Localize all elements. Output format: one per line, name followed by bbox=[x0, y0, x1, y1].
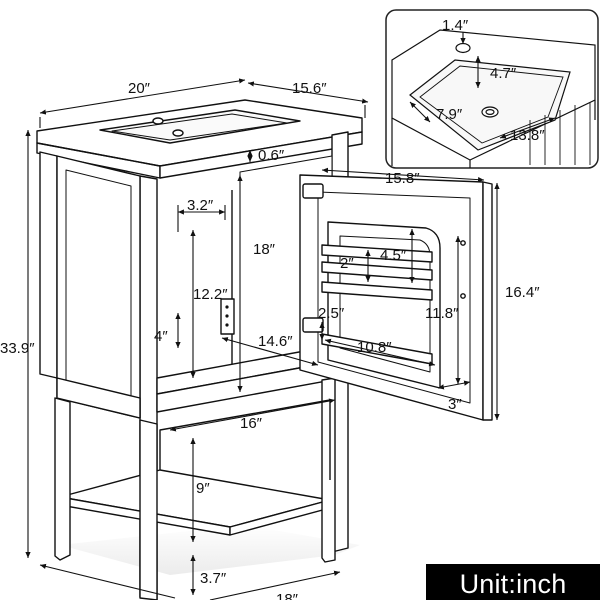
label-rack-bottom: 2.5″ bbox=[318, 305, 345, 322]
label-rack-depth: 4.5″ bbox=[380, 247, 407, 264]
label-back-panel: 4″ bbox=[154, 328, 168, 345]
inset-side-panel bbox=[529, 102, 591, 165]
shelf-back-rail bbox=[159, 399, 331, 480]
door-outer-edge bbox=[482, 181, 493, 421]
label-base-width: 18″ bbox=[276, 591, 299, 600]
leg-front-center bbox=[139, 419, 158, 600]
unit-label: Unit:inch bbox=[426, 564, 600, 600]
label-inner-depth: 14.6″ bbox=[258, 333, 293, 350]
label-rack-offset: 3″ bbox=[448, 396, 462, 413]
label-cabinet-depth: 18″ bbox=[253, 241, 276, 258]
label-rack-width: 10.8″ bbox=[357, 339, 392, 356]
label-inner-height: 12.2″ bbox=[193, 286, 228, 303]
label-top-depth: 15.6″ bbox=[292, 80, 327, 97]
inset-basin-inner bbox=[419, 65, 564, 144]
label-drain-offset: 3.2″ bbox=[187, 197, 214, 214]
drain-hole bbox=[172, 129, 184, 137]
cabinet-left-side bbox=[39, 151, 58, 379]
label-total-height: 33.9″ bbox=[0, 340, 35, 357]
door-inner-frame bbox=[317, 191, 471, 404]
label-top-width: 20″ bbox=[128, 80, 151, 97]
hinge-top bbox=[302, 183, 324, 199]
leg-back-right bbox=[321, 377, 336, 563]
door-rack-side-inner bbox=[339, 235, 431, 373]
label-door-height: 16.4″ bbox=[505, 284, 540, 301]
basin-inner bbox=[111, 113, 288, 141]
label-basin-front: 7.9″ bbox=[436, 106, 463, 123]
countertop-side-edge bbox=[159, 131, 363, 179]
cabinet-side-panel bbox=[56, 155, 141, 419]
rack-shelf-lower bbox=[321, 281, 433, 301]
label-basin-depth: 4.7″ bbox=[490, 65, 517, 82]
rack-shelf-middle bbox=[321, 261, 433, 281]
dimension-lines bbox=[25, 78, 500, 600]
label-door-width: 15.8″ bbox=[385, 170, 420, 187]
label-top-thickness: 0.6″ bbox=[258, 147, 285, 164]
rack-shelf-top bbox=[321, 244, 433, 263]
dimension-labels: 20″ 15.6″ 0.6″ 3.2″ 33.9″ 18″ 12.2″ 4″ 1… bbox=[0, 17, 545, 600]
label-basin-width: 13.8″ bbox=[510, 127, 545, 144]
label-rack-height: 11.8″ bbox=[425, 305, 459, 322]
label-rack-gap: 2″ bbox=[340, 255, 354, 272]
faucet-hole bbox=[152, 117, 164, 125]
basin bbox=[99, 109, 301, 144]
label-faucet-hole: 1.4″ bbox=[442, 17, 469, 34]
inset-cabinet-edge bbox=[391, 100, 596, 168]
floor-shadow bbox=[60, 525, 360, 575]
label-shelf-width: 16″ bbox=[240, 415, 263, 432]
basin-detail-inset bbox=[385, 9, 599, 169]
side-rail bbox=[56, 377, 141, 419]
label-open-shelf-height: 9″ bbox=[196, 480, 210, 497]
leg-front-left bbox=[54, 397, 71, 561]
label-leg-height: 3.7″ bbox=[200, 570, 227, 587]
inset-faucet-hole bbox=[455, 42, 471, 54]
